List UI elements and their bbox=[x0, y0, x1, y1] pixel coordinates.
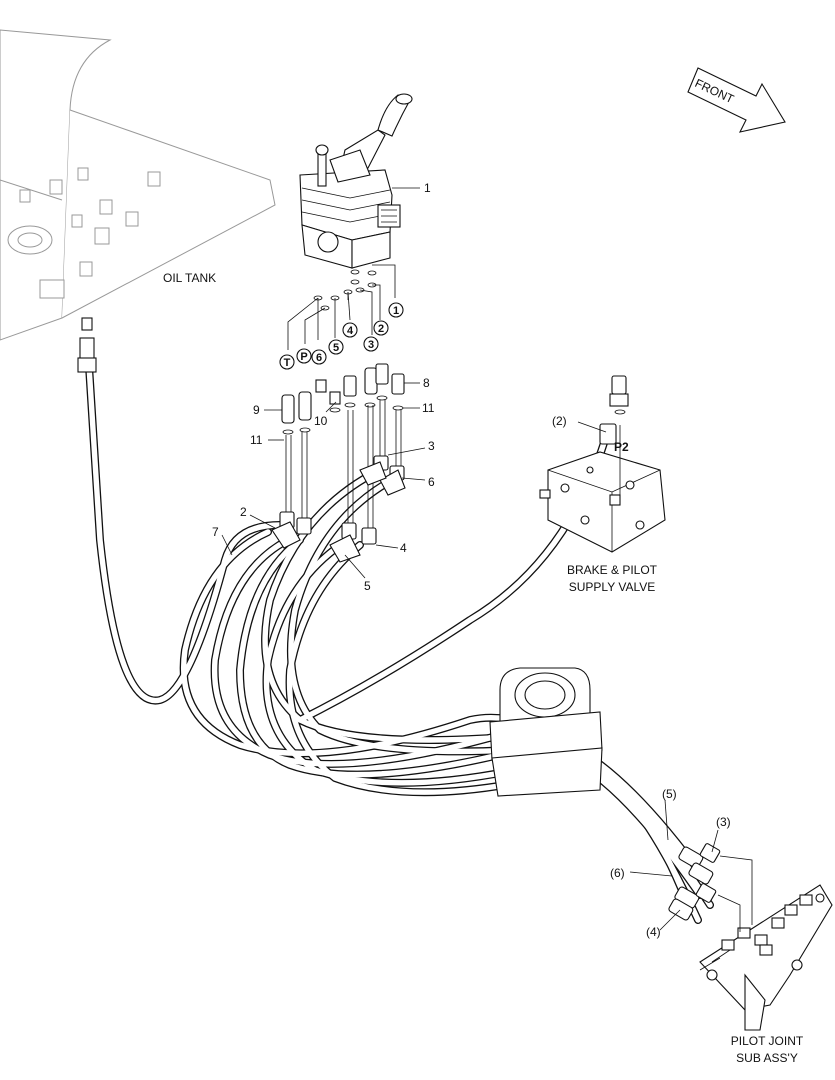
pilot-control-valve bbox=[299, 93, 413, 269]
callout-4-paren: (4) bbox=[646, 925, 661, 939]
pilot-joint-label-line2: SUB ASS'Y bbox=[736, 1051, 798, 1065]
pilot-joint-sub-assy bbox=[699, 884, 833, 1031]
callout-1: 1 bbox=[424, 181, 431, 195]
oil-tank-label: OIL TANK bbox=[163, 271, 216, 285]
port-label-6: 6 bbox=[316, 352, 322, 364]
hose-group bbox=[84, 346, 714, 924]
front-arrow: FRONT bbox=[687, 67, 786, 133]
callout-7: 7 bbox=[212, 525, 219, 539]
callout-5-paren: (5) bbox=[662, 787, 677, 801]
callout-10: 10 bbox=[314, 414, 328, 428]
callout-11-left: 11 bbox=[250, 433, 263, 447]
callout-8: 8 bbox=[423, 376, 430, 390]
brake-pilot-supply-valve bbox=[539, 375, 666, 553]
oil-tank bbox=[0, 29, 276, 341]
callout-6: 6 bbox=[428, 475, 435, 489]
port-label-p: P bbox=[300, 351, 307, 363]
pilot-joint-label-line1: PILOT JOINT bbox=[731, 1034, 804, 1048]
brake-valve-label-line1: BRAKE & PILOT bbox=[567, 563, 658, 577]
port-label-4: 4 bbox=[347, 325, 354, 337]
callout-6-paren: (6) bbox=[610, 866, 625, 880]
callout-3: 3 bbox=[428, 439, 435, 453]
port-label-1: 1 bbox=[393, 305, 399, 317]
callout-5: 5 bbox=[364, 579, 371, 593]
callout-4: 4 bbox=[400, 541, 407, 555]
port-label-3: 3 bbox=[368, 339, 374, 351]
hose-end-fittings bbox=[271, 455, 406, 563]
port-label-t: T bbox=[284, 357, 291, 369]
port-label-2: 2 bbox=[378, 323, 384, 335]
port-p2-label: P2 bbox=[614, 440, 629, 454]
circled-port-labels: 1 2 4 3 5 6 P T bbox=[279, 302, 404, 370]
callout-2: 2 bbox=[240, 505, 247, 519]
pilot-joint-fittings bbox=[668, 843, 753, 932]
callout-leaders bbox=[221, 187, 719, 931]
port-label-5: 5 bbox=[333, 342, 339, 354]
fittings-row bbox=[281, 363, 405, 435]
brake-valve-label-line2: SUPPLY VALVE bbox=[569, 580, 656, 594]
port-leader-lines bbox=[287, 264, 396, 350]
callout-2-paren: (2) bbox=[552, 414, 567, 428]
callout-11-right: 11 bbox=[422, 401, 435, 415]
hose-clamp-bracket bbox=[489, 667, 603, 797]
part-callouts: 1 8 11 9 10 11 3 6 2 7 4 5 (2) (5) (3) (… bbox=[212, 181, 731, 939]
tank-fitting bbox=[77, 317, 97, 373]
callout-3-paren: (3) bbox=[716, 815, 731, 829]
port-orings bbox=[313, 269, 377, 311]
callout-9: 9 bbox=[253, 403, 260, 417]
component-labels: OIL TANK BRAKE & PILOT SUPPLY VALVE PILO… bbox=[163, 271, 804, 1065]
